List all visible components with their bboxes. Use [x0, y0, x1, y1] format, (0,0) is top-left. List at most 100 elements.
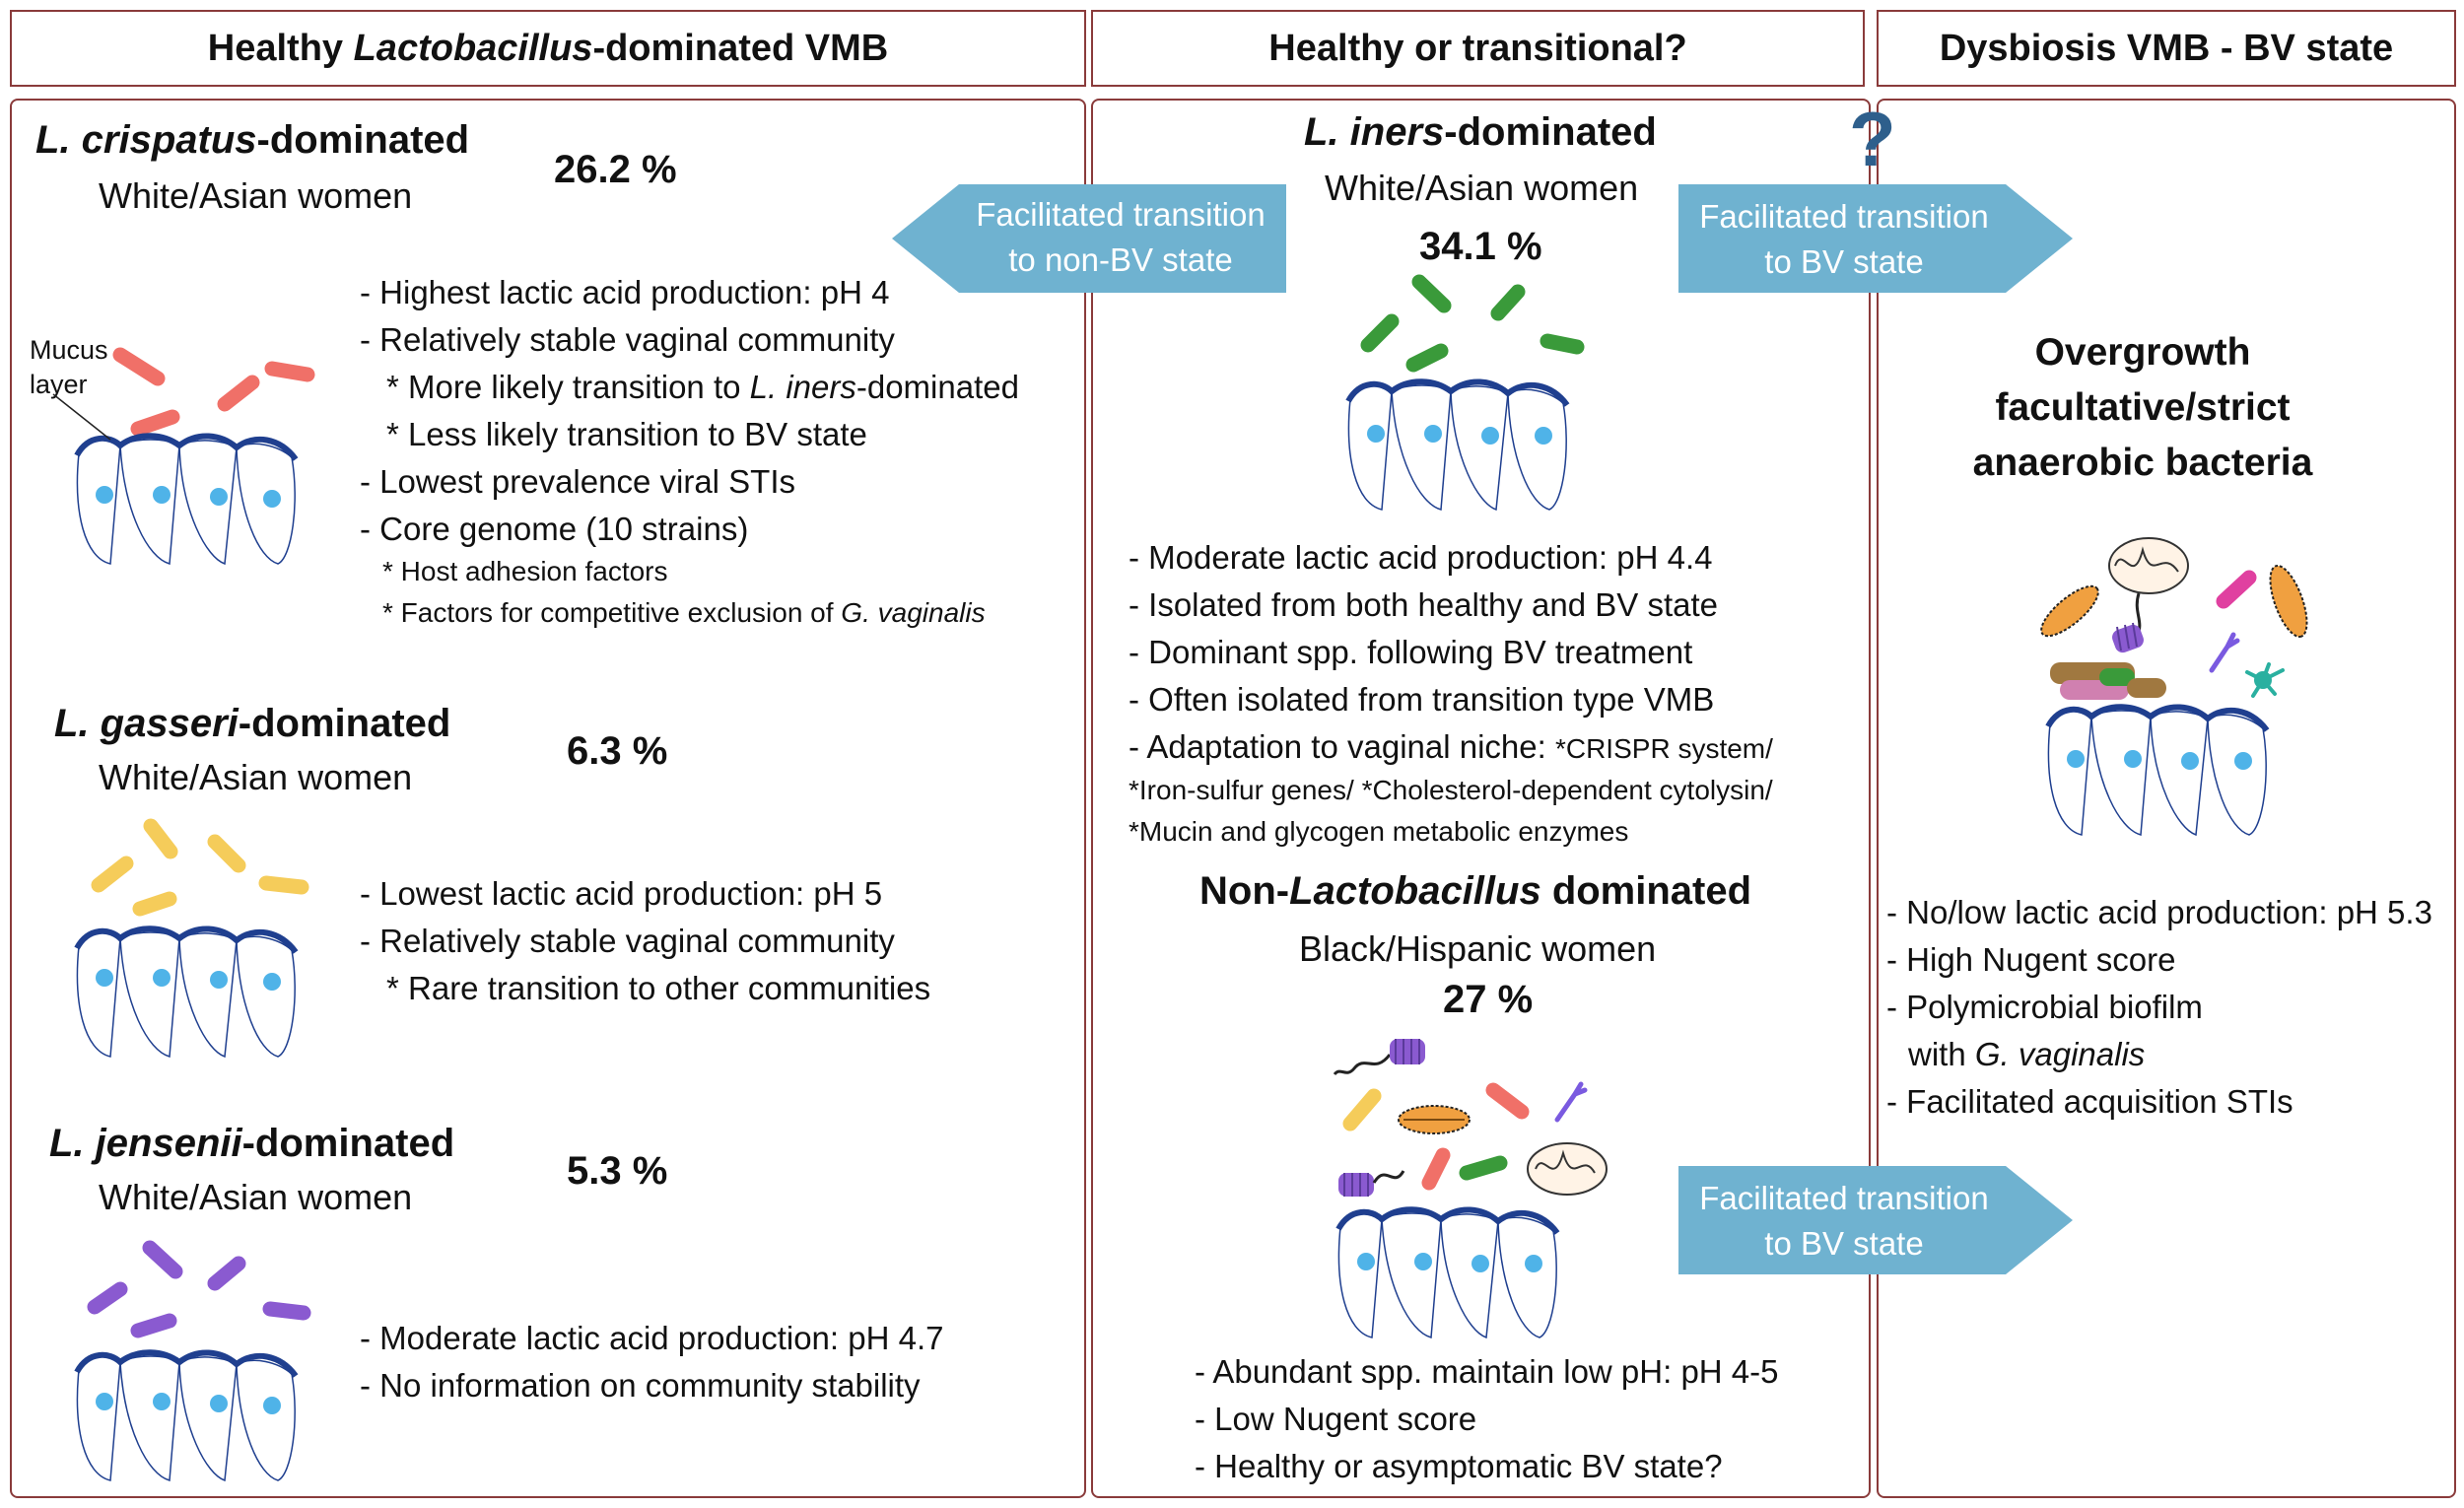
crispatus-population: White/Asian women [99, 175, 413, 216]
arrow-nonlacto-to-bv-line2: to BV state [1764, 1225, 1923, 1262]
question-mark-icon: ? [1849, 96, 1896, 182]
iners-bullet-1: - Moderate lactic acid production: pH 4.… [1129, 539, 1713, 576]
crispatus-mucus-layer [74, 433, 299, 461]
dysbiosis-heading-line1: Overgrowth [2034, 331, 2251, 374]
dysbiosis-teal-amoeba [2245, 662, 2285, 698]
arrow-iners-to-bv-line2: to BV state [1764, 243, 1923, 280]
crispatus-bullet-1: - Highest lactic acid production: pH 4 [360, 274, 890, 310]
header-healthy-italic: Lactobacillus [353, 27, 593, 69]
nonlacto-mucus-layer [1335, 1206, 1560, 1235]
dysbiosis-mucus-layer [2045, 704, 2270, 732]
iners-bullet-2: - Isolated from both healthy and BV stat… [1129, 586, 1719, 623]
crispatus-nuclei [96, 486, 281, 508]
nonlacto-spiral-bacterium [1333, 1039, 1425, 1076]
dysbiosis-nuclei [2067, 750, 2252, 770]
dysbiosis-rod-pink [2216, 570, 2257, 609]
dysbiosis-epithelium [2047, 709, 2267, 837]
crispatus-illustration [52, 347, 315, 566]
nonlacto-name-suffix: dominated [1540, 869, 1752, 913]
dysbiosis-purple-spiral [2112, 622, 2144, 653]
crispatus-bullet-8: * Factors for competitive exclusion of G… [382, 593, 986, 633]
crispatus-bullet-3-prefix: * More likely transition to [386, 369, 750, 405]
gasseri-bullet-3: * Rare transition to other communities [386, 970, 931, 1006]
jensenii-title: L. jensenii-dominated [49, 1122, 454, 1166]
nonlacto-coiled-bacterium [1527, 1142, 1608, 1196]
dysbiosis-bullet-2: - High Nugent score [1886, 941, 2176, 978]
nonlacto-orange-bacillus [1398, 1105, 1471, 1134]
arrow-to-non-bv-line1: Facilitated transition [976, 196, 1265, 233]
iners-rods [1360, 274, 1585, 373]
nonlacto-rod-green [1459, 1155, 1508, 1181]
nonlacto-name-italic: Lactobacillus [1289, 869, 1541, 913]
iners-bullet-6: *Iron-sulfur genes/ *Cholesterol-depende… [1129, 775, 1773, 805]
dysbiosis-purple-needle [2209, 632, 2240, 673]
iners-epithelium [1347, 383, 1567, 512]
gasseri-epithelium [76, 930, 296, 1059]
iners-bullet-4: - Often isolated from transition type VM… [1129, 681, 1715, 718]
arrow-to-non-bv-line2: to non-BV state [1008, 241, 1232, 278]
mucus-pointer-line [52, 393, 111, 441]
dysbiosis-bullet-1: - No/low lactic acid production: pH 5.3 [1886, 894, 2432, 930]
jensenii-population: White/Asian women [99, 1177, 413, 1217]
mucus-label-line2: layer [30, 370, 88, 399]
dysbiosis-bullet-5: - Facilitated acquisition STIs [1886, 1083, 2293, 1120]
iners-bullet-3: - Dominant spp. following BV treatment [1129, 634, 1693, 670]
crispatus-bullet-3-italic: L. iners [749, 369, 856, 405]
iners-bullet-5-small: *CRISPR system/ [1554, 733, 1773, 764]
gasseri-rods [91, 818, 309, 917]
jensenii-bullet-1: - Moderate lactic acid production: pH 4.… [360, 1320, 944, 1356]
dysbiosis-bullet-4-prefix: with [1908, 1036, 1975, 1072]
iners-bullet-7: *Mucin and glycogen metabolic enzymes [1129, 816, 1629, 847]
nonlacto-epithelium [1337, 1211, 1557, 1339]
header-transitional: Healthy or transitional? [1091, 10, 1865, 87]
crispatus-bullet-3-suffix: -dominated [856, 369, 1019, 405]
gasseri-mucus-layer [74, 925, 299, 954]
jensenii-illustration [74, 1240, 311, 1482]
iners-illustration [1345, 274, 1585, 512]
nonlacto-spiral-bacterium-2 [1338, 1170, 1405, 1197]
header-healthy: Healthy Lactobacillus-dominated VMB [10, 10, 1086, 87]
gasseri-percent: 6.3 % [567, 729, 668, 773]
nonlacto-bullet-1: - Abundant spp. maintain low pH: pH 4-5 [1195, 1353, 1779, 1390]
dysbiosis-bullet-4-italic: G. vaginalis [1974, 1036, 2146, 1072]
crispatus-bullet-8-italic: G. vaginalis [841, 597, 986, 628]
jensenii-bullet-2: - No information on community stability [360, 1367, 921, 1404]
gasseri-illustration [74, 818, 309, 1059]
panel-healthy [10, 99, 1086, 1498]
jensenii-nuclei [96, 1393, 281, 1414]
nonlacto-rod-yellow [1342, 1088, 1382, 1131]
gasseri-bullet-2: - Relatively stable vaginal community [360, 923, 895, 959]
jensenii-epithelium [76, 1354, 296, 1482]
nonlacto-bullet-2: - Low Nugent score [1195, 1401, 1477, 1437]
crispatus-name-suffix: -dominated [256, 118, 470, 162]
arrow-nonlacto-to-bv: Facilitated transition to BV state [1678, 1166, 2073, 1274]
nonlacto-name-prefix: Non- [1199, 869, 1290, 913]
crispatus-bullet-7: * Host adhesion factors [382, 556, 668, 586]
crispatus-bullet-4: * Less likely transition to BV state [386, 416, 867, 452]
iners-nuclei [1367, 425, 1552, 445]
arrow-iners-to-bv: Facilitated transition to BV state [1678, 184, 2073, 293]
dysbiosis-bullet-4: with G. vaginalis [1908, 1031, 2145, 1078]
header-healthy-prefix: Healthy [207, 27, 354, 69]
crispatus-bullet-5: - Lowest prevalence viral STIs [360, 463, 796, 500]
crispatus-title: L. crispatus-dominated [35, 118, 469, 163]
nonlacto-bullet-3: - Healthy or asymptomatic BV state? [1195, 1448, 1723, 1484]
dysbiosis-orange-bacillus-2 [2269, 564, 2308, 639]
crispatus-bullet-2: - Relatively stable vaginal community [360, 321, 895, 358]
crispatus-epithelium [76, 438, 296, 566]
dysbiosis-heading-line2: facultative/strict [1995, 386, 2291, 429]
jensenii-percent: 5.3 % [567, 1149, 668, 1193]
crispatus-name-italic: L. crispatus [35, 118, 257, 162]
jensenii-name-suffix: -dominated [241, 1122, 455, 1165]
iners-percent: 34.1 % [1419, 225, 1542, 268]
jensenii-rods [87, 1240, 311, 1338]
iners-title: L. iners-dominated [1304, 110, 1657, 155]
nonlacto-illustration [1333, 1039, 1608, 1339]
crispatus-rods [112, 347, 315, 437]
header-healthy-suffix: -dominated VMB [592, 27, 889, 69]
header-dysbiosis: Dysbiosis VMB - BV state [1877, 10, 2456, 87]
crispatus-percent: 26.2 % [554, 148, 677, 191]
iners-bullet-5-prefix: - Adaptation to vaginal niche: [1129, 728, 1555, 765]
gasseri-bullet-1: - Lowest lactic acid production: pH 5 [360, 875, 883, 912]
nonlacto-purple-needle [1554, 1081, 1588, 1123]
